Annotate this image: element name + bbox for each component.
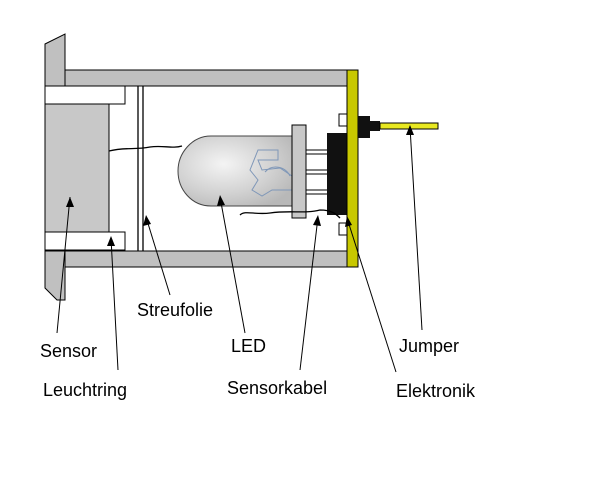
- leader-lines: [56, 126, 423, 373]
- connector-block: [327, 133, 347, 215]
- arrowheads: [66, 125, 414, 246]
- led-body: [177, 135, 293, 207]
- leader-leuchtring: [110, 237, 119, 371]
- arrowhead-jumper: [406, 125, 414, 135]
- led-internal-detail: [264, 166, 291, 177]
- label-streufolie: Streufolie: [137, 300, 213, 320]
- arrowhead-leuchtring: [107, 236, 115, 246]
- pcb-board: [346, 69, 359, 268]
- label-sensorkabel: Sensorkabel: [227, 378, 327, 398]
- label-elektronik: Elektronik: [396, 381, 476, 401]
- label-led: LED: [231, 336, 266, 356]
- arrowhead-led: [217, 195, 225, 206]
- housing-top-wall: [64, 69, 348, 87]
- jumper-connector: [358, 116, 370, 138]
- sensor-cable-lower: [239, 209, 341, 219]
- label-jumper: Jumper: [399, 336, 459, 356]
- leader-elektronik: [346, 217, 397, 373]
- leader-jumper: [409, 126, 423, 331]
- housing-bottom-wall: [64, 250, 348, 268]
- leader-sensor: [56, 196, 71, 334]
- leuchtring-upper: [44, 85, 126, 105]
- label-leuchtring: Leuchtring: [43, 380, 127, 400]
- arrowhead-streufolie: [143, 215, 151, 226]
- leader-led: [219, 196, 246, 334]
- jumper-base: [370, 121, 380, 131]
- sensor-block: [44, 85, 110, 252]
- arrowhead-elektronik: [345, 216, 352, 227]
- sensor-cable-upper: [108, 145, 183, 152]
- arrowhead-sensor: [66, 197, 74, 207]
- arrowhead-sensorkabel: [313, 215, 321, 226]
- leader-streufolie: [145, 216, 171, 296]
- leader-sensorkabel: [299, 216, 319, 371]
- label-sensor: Sensor: [40, 341, 97, 361]
- led-flange: [291, 124, 307, 219]
- pcb-pin-top: [338, 113, 348, 127]
